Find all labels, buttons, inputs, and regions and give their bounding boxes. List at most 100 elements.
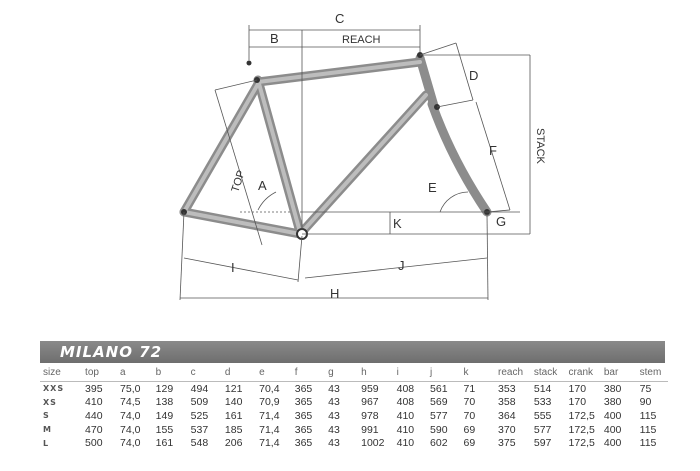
dimension-lines [179,25,531,301]
cell-a: 74,0 [120,409,141,422]
label-stack: STACK [534,128,546,165]
label-e: E [428,180,437,195]
cell-bar: 380 [603,382,622,395]
cell-e: 71,4 [259,423,280,436]
cell-a: 75,0 [120,382,141,395]
cell-reach: 353 [498,382,516,395]
cell-k: 69 [463,423,476,436]
column-header-stem: stem [636,364,668,382]
cell-c: 537 [190,423,209,436]
cell-k: 69 [463,437,476,450]
cell-j: 577 [430,409,448,422]
cell-i: 408 [396,396,415,409]
column-header-j: j [427,364,461,382]
cell-stem: 115 [639,437,657,450]
cell-a: 74,0 [120,437,141,450]
cell-b: 138 [155,396,174,409]
cell-c: 548 [190,437,209,450]
cell-i: 410 [396,423,415,436]
cell-i: 408 [396,382,415,395]
cell-h: 959 [361,382,379,395]
column-header-top: top [82,364,118,382]
cell-top: 470 [85,423,103,436]
cell-b: 149 [155,409,174,422]
label-c: C [335,11,344,26]
label-b: B [270,31,279,46]
label-d: D [469,68,478,83]
model-banner: MILANO 72 [40,341,665,363]
label-g: G [496,214,506,229]
cell-j: 561 [430,382,448,395]
cell-j: 590 [430,423,448,436]
cell-d: 206 [224,437,243,450]
cell-bar: 400 [603,409,622,422]
cell-top: 410 [85,396,103,409]
cell-crank: 172,5 [568,409,595,422]
cell-a: 74,0 [120,423,141,436]
cell-stack: 577 [533,423,552,436]
cell-b: 161 [155,437,174,450]
head-tube [415,53,439,111]
label-k: K [393,216,402,231]
cell-reach: 358 [498,396,516,409]
cell-reach: 370 [498,423,516,436]
cell-i: 410 [396,409,415,422]
label-f: F [489,143,497,158]
cell-b: 129 [155,382,174,395]
column-header-crank: crank [565,364,601,382]
label-j: J [398,258,405,273]
cell-g: 43 [328,409,340,422]
frame-tubes [179,53,492,239]
cell-d: 185 [224,423,243,436]
column-header-bar: bar [600,364,637,382]
column-header-g: g [325,364,359,382]
column-header-k: k [460,364,496,382]
cell-j: 602 [430,437,448,450]
cell-h: 978 [361,409,379,422]
cell-e: 70,9 [259,396,280,409]
label-h: H [330,286,339,301]
cell-size: M [43,425,52,435]
cell-size: XXS [43,384,65,394]
fork [427,99,492,217]
column-header-d: d [221,364,257,382]
cell-bar: 380 [603,396,622,409]
cell-bar: 400 [603,423,622,436]
column-header-b: b [152,364,188,382]
cell-d: 161 [224,409,243,422]
cell-stem: 90 [639,396,652,409]
frame-geometry-diagram: C B REACH D STACK F E G K A TOP I J H [179,11,546,301]
label-i: I [231,260,235,275]
cell-crank: 172,5 [568,423,595,436]
cell-crank: 170 [568,396,587,409]
cell-stem: 115 [639,409,657,422]
cell-f: 365 [294,409,313,422]
cell-g: 43 [328,382,340,395]
cell-reach: 375 [498,437,516,450]
model-title: MILANO 72 [60,343,163,361]
cell-stack: 555 [533,409,552,422]
cell-size: S [43,411,50,421]
cell-c: 494 [190,382,209,395]
cell-f: 365 [294,396,313,409]
cell-e: 70,4 [259,382,280,395]
cell-k: 70 [463,396,476,409]
cell-f: 365 [294,437,313,450]
column-header-a: a [117,364,153,382]
cell-g: 43 [328,396,340,409]
cell-top: 440 [85,409,103,422]
column-header-stack: stack [530,364,566,382]
cell-f: 365 [294,423,313,436]
column-header-e: e [256,364,292,382]
cell-stack: 533 [533,396,552,409]
cell-e: 71,4 [259,437,280,450]
cell-size: XS [43,397,57,407]
cell-crank: 172,5 [568,437,595,450]
label-reach: REACH [342,34,381,46]
cell-size: L [43,438,50,448]
